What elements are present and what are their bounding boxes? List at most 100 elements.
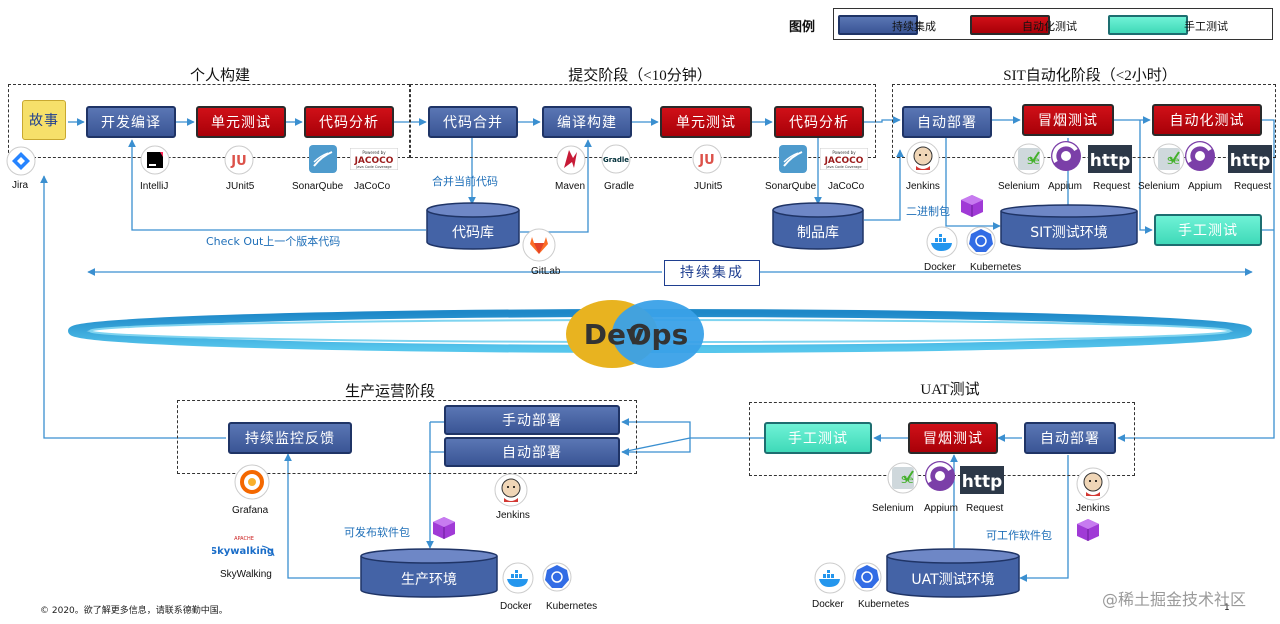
note-workable-pkg: 可工作软件包 [986,529,1052,542]
devops-ops-text: Ops [628,318,689,351]
footer-page-number: 1 [1224,603,1230,613]
tool-label-selenium-2: Selenium [1138,181,1180,192]
manual-deploy-prod-box: 手动部署 [444,405,620,435]
tool-label-appium-uat: Appium [924,503,958,514]
junit-logo-text: JU [698,153,714,168]
tool-label-grafana: Grafana [232,505,269,516]
sit-env-label: SIT测试环境 [1030,225,1108,241]
auto-deploy-prod-box: 自动部署 [444,437,620,467]
stage-frame-submit [410,84,876,158]
compile-build-box: 编译构建 [542,106,632,138]
note-binary-pkg: 二进制包 [906,205,950,218]
unit-test-box-1: 单元测试 [196,106,286,138]
tool-label-kubernetes-sit: Kubernetes [970,262,1022,273]
tool-label-sonarqube-2: SonarQube [765,181,817,192]
tool-label-jenkins-sit: Jenkins [906,181,940,192]
note-checkout-prev: Check Out上一个版本代码 [206,235,341,248]
manual-test-uat-box: 手工测试 [764,422,872,454]
note-releasable-pkg: 可发布软件包 [344,526,410,539]
tool-label-junit5-2: JUnit5 [694,181,723,192]
tool-label-maven: Maven [555,181,586,192]
tool-label-jenkins-prod: Jenkins [496,510,530,521]
smoke-test-uat-box: 冒烟测试 [908,422,998,454]
tool-label-sonarqube-1: SonarQube [292,181,344,192]
devops-dev-text: Dev [584,318,644,351]
tool-label-request-1: Request [1093,181,1131,192]
maven-icon [556,145,586,175]
cylinder-shape [886,548,1020,598]
http-icon: http [1228,145,1272,173]
legend-label-auto: 自动化测试 [1022,20,1077,33]
tool-label-jenkins-uat: Jenkins [1076,503,1110,514]
tool-label-gradle: Gradle [604,181,635,192]
tool-label-jira: Jira [12,180,29,191]
cylinder-shape [772,202,864,250]
automation-test-sit-box: 自动化测试 [1152,104,1262,136]
skywalking-logo-text: Skywalking [212,546,274,557]
junit-logo-text: JU [230,154,246,169]
legend-label-manual: 手工测试 [1184,20,1228,33]
http-icon: http [960,466,1004,494]
stage-frame-production [177,400,637,474]
tool-label-gitlab: GitLab [531,266,561,277]
prod-env-cylinder: 生产环境 [360,548,498,598]
unit-test-box-2: 单元测试 [660,106,752,138]
jira-icon [6,146,36,176]
tool-label-skywalking: SkyWalking [220,569,272,580]
tool-label-docker-prod: Docker [500,601,532,612]
code-repo-label: 代码库 [452,225,494,241]
legend-label-ci: 持续集成 [892,20,936,33]
tool-label-docker-uat: Docker [812,599,844,610]
sonarqube-icon [309,145,337,173]
smoke-test-sit-box: 冒烟测试 [1022,104,1114,136]
docker-icon [502,562,534,594]
tool-label-kubernetes-prod: Kubernetes [546,601,598,612]
jacoco-sub-text: Java Code Coverage [825,165,861,169]
kubernetes-icon [852,562,882,592]
appium-icon [925,461,955,491]
jenkins-icon [906,141,940,175]
gradle-logo-text: Gradle [603,156,629,164]
cylinder-shape [360,548,498,598]
prod-env-label: 生产环境 [401,572,457,588]
http-logo-text: http [1090,151,1131,171]
gitlab-icon [522,228,556,262]
code-analysis-box-2: 代码分析 [774,106,864,138]
legend-swatch-auto [970,15,1050,35]
auto-deploy-uat-box: 自动部署 [1024,422,1116,454]
gradle-icon: Gradle [601,144,631,174]
code-analysis-box-1: 代码分析 [304,106,394,138]
package-icon [961,195,983,217]
cylinder-shape [426,202,520,250]
grafana-icon [234,464,270,500]
code-merge-box: 代码合并 [428,106,518,138]
stage-title-personal: 个人构建 [189,68,250,84]
package-icon [433,517,455,539]
appium-icon [1051,141,1081,171]
http-logo-text: http [1230,151,1271,171]
docker-icon [814,562,846,594]
jenkins-icon [1076,467,1110,501]
uat-env-cylinder: UAT测试环境 [886,548,1020,598]
watermark: @稀土掘金技术社区 [1102,590,1247,609]
jacoco-logo-text: JACOCO [354,156,394,166]
ci-center-box: 持续集成 [664,260,760,286]
footer-copyright: © 2020。欲了解更多信息，请联系德勤中国。 [40,606,228,616]
legend: 持续集成 自动化测试 手工测试 [833,8,1273,40]
apache-text: APACHE [234,536,254,542]
stage-title-production: 生产运营阶段 [344,384,435,400]
jacoco-powered-text: Powered by [832,150,856,155]
monitor-feedback-box: 持续监控反馈 [228,422,352,454]
selenium-icon: Se [1013,143,1045,175]
artifact-repo-cylinder: 制品库 [772,202,864,250]
jenkins-icon [494,473,528,507]
tool-label-request-uat: Request [966,503,1004,514]
tool-label-jacoco-1: JaCoCo [354,181,391,192]
kubernetes-icon [966,226,996,256]
sonarqube-icon [779,145,807,173]
selenium-icon: Se [1153,143,1185,175]
artifact-repo-label: 制品库 [797,225,839,241]
http-icon: http [1088,145,1132,173]
tool-label-junit5-1: JUnit5 [226,181,255,192]
